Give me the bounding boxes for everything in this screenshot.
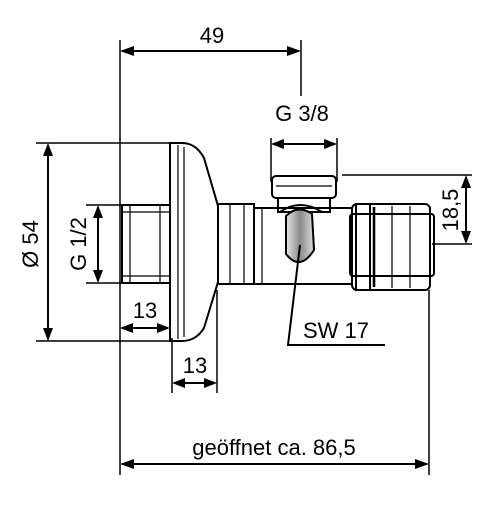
dim-depth-inlet: 13	[133, 298, 157, 323]
dim-open-length: geöffnet ca. 86,5	[192, 435, 356, 460]
extension-lines	[36, 40, 472, 475]
dimension-lines	[43, 46, 471, 469]
dim-thread-inlet: G 1/2	[66, 217, 91, 271]
valve-body	[121, 142, 435, 342]
sw-17-leader	[286, 244, 385, 346]
dim-depth-flange: 13	[183, 353, 207, 378]
dim-top-width: 49	[200, 23, 224, 48]
dim-diameter: Ø 54	[18, 220, 43, 268]
dim-thread-outlet: G 3/8	[275, 101, 329, 126]
dim-height-right: 18,5	[438, 189, 463, 232]
wrench-size-label: SW 17	[303, 318, 369, 343]
